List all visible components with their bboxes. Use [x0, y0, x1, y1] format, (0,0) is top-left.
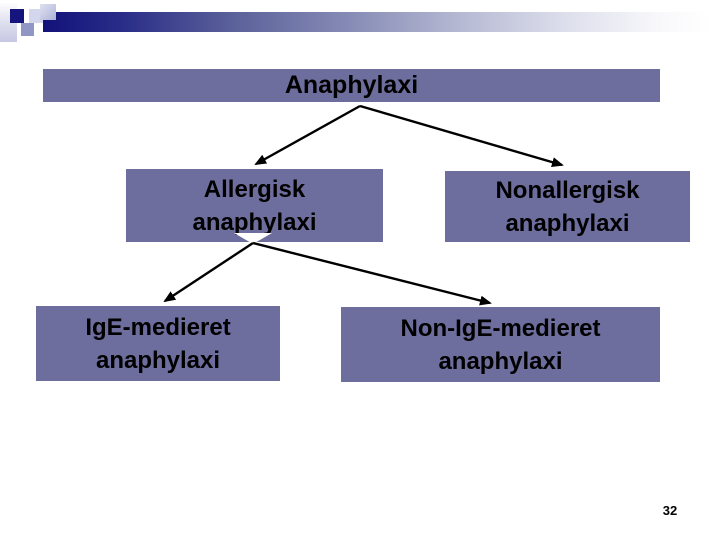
edge-allergisk-to-ige [163, 241, 254, 303]
node-ige-medieret-anaphylaxi: IgE-medieret anaphylaxi [36, 306, 280, 381]
slide-page-number: 32 [662, 503, 678, 518]
edge-root-to-nonallergisk [359, 104, 564, 167]
decor-square-light-lavender [29, 9, 43, 23]
node-anaphylaxi: Anaphylaxi [43, 69, 660, 102]
decor-square-dark-navy [10, 9, 24, 23]
node-non-ige-medieret-anaphylaxi: Non-IgE-medieret anaphylaxi [341, 307, 660, 382]
decor-square-small-lavender [21, 23, 34, 36]
node-nonallergisk-anaphylaxi: Nonallergisk anaphylaxi [445, 171, 690, 242]
decor-header-bar [43, 12, 711, 32]
edge-allergisk-to-non-ige [252, 241, 492, 306]
edge-root-to-allergisk [254, 104, 361, 166]
node-allergisk-anaphylaxi: Allergisk anaphylaxi [126, 169, 383, 242]
decor-square-medium-lavender [40, 4, 56, 20]
